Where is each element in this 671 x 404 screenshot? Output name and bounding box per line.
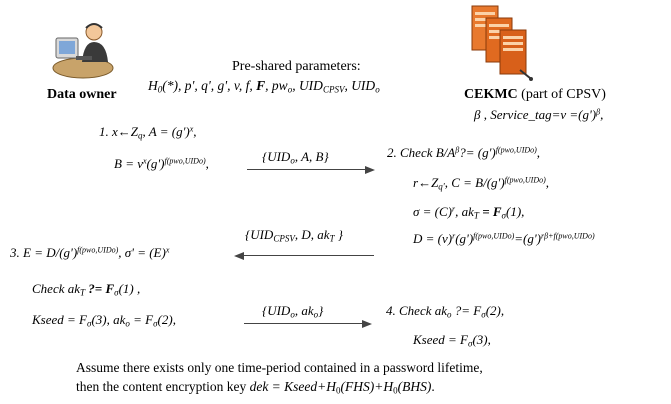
- message-2-arrow: [234, 251, 374, 261]
- step-3-line-1: 3. E = D/(g')f(pwo,UIDo), σ' = (E)x: [10, 245, 170, 260]
- person-at-computer-icon: [50, 18, 116, 80]
- step-2-line-4: D = (v)r(g')f(pwo,UIDo)=(g')rβ+f(pwo,UID…: [413, 231, 595, 246]
- footer-line-2: then the content encryption key dek = Ks…: [76, 379, 435, 396]
- step-4-line-1: 4. Check ako ?= Fσ(2),: [386, 303, 505, 320]
- step-1-line-2: B = vx(g')f(pwo,UIDo),: [114, 156, 209, 171]
- step-3-line-3: Kseed = Fσ(3), ako = Fσ(2),: [32, 312, 176, 329]
- step-2-line-1: 2. Check B/Aβ?= (g')f(pwo,UIDo),: [387, 145, 541, 160]
- step-3-line-2: Check akT ?= Fσ(1) ,: [32, 281, 141, 298]
- step-1-line-1: 1. x←Zq, A = (g')x,: [99, 124, 197, 141]
- step-2-line-2: r←Zq', C = B/(g')f(pwo,UIDo),: [413, 175, 550, 192]
- message-2-label: {UIDCPSV, D, akT }: [245, 227, 343, 244]
- preshared-params: H0(*), p', q', g', v, f, F, pwo, UIDCPSV…: [148, 78, 380, 95]
- cekmc-service-tag: β , Service_tag=v =(g')β,: [474, 107, 604, 122]
- step-4-line-2: Kseed = Fσ(3),: [413, 332, 491, 349]
- preshared-title: Pre-shared parameters:: [232, 59, 361, 74]
- footer-line-1: Assume there exists only one time-period…: [76, 360, 483, 375]
- step-2-line-3: σ = (C)r, akT = Fσ(1),: [413, 204, 525, 221]
- message-3-label: {UIDo, ako}: [262, 303, 324, 320]
- message-3-arrow: [244, 319, 372, 329]
- data-owner-label: Data owner: [47, 87, 117, 102]
- cekmc-label: CEKMC (part of CPSV): [464, 87, 606, 102]
- message-1-label: {UIDo, A, B}: [262, 149, 329, 166]
- server-stack-icon: [470, 4, 534, 82]
- message-1-arrow: [247, 165, 375, 175]
